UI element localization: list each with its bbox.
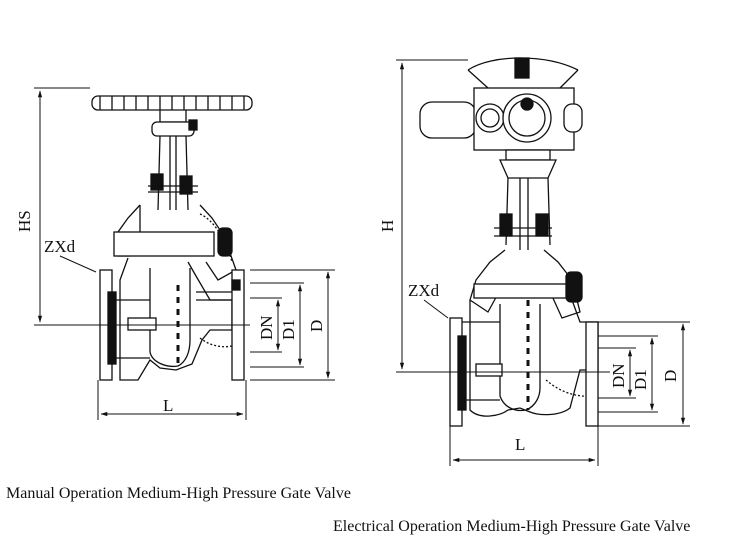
electric-valve-drawing: H ZXd DN D1 D L (378, 57, 690, 466)
label-zxd-manual: ZXd (44, 237, 76, 256)
label-dn-electric: DN (609, 363, 628, 388)
label-h: H (378, 220, 397, 232)
valve-body (110, 257, 233, 381)
manual-dimensions (34, 87, 335, 420)
label-d1-manual: D1 (279, 319, 298, 340)
handwheel (91, 95, 253, 137)
manual-dimension-labels: HS ZXd DN D1 D L (15, 210, 326, 415)
caption-electric-valve: Electrical Operation Medium-High Pressur… (333, 518, 691, 535)
stem-yoke (148, 135, 198, 211)
electric-stem-yoke (494, 177, 552, 250)
electric-actuator (419, 57, 583, 179)
label-dn-manual: DN (257, 315, 276, 340)
electric-flanges (449, 317, 599, 427)
label-d1-electric: D1 (631, 369, 650, 390)
manual-valve-drawing: HS ZXd DN D1 D L (15, 87, 335, 420)
label-zxd-electric: ZXd (408, 281, 440, 300)
label-d-electric: D (661, 370, 680, 382)
bonnet (113, 204, 237, 281)
label-hs: HS (15, 210, 34, 232)
label-l-electric: L (515, 435, 525, 454)
electric-body (462, 299, 599, 417)
electric-dimension-labels: H ZXd DN D1 D L (378, 220, 680, 454)
electric-bonnet (469, 249, 583, 319)
caption-manual-valve: Manual Operation Medium-High Pressure Ga… (6, 485, 351, 502)
label-d-manual: D (307, 320, 326, 332)
electric-dimensions (396, 59, 690, 466)
label-l-manual: L (163, 396, 173, 415)
